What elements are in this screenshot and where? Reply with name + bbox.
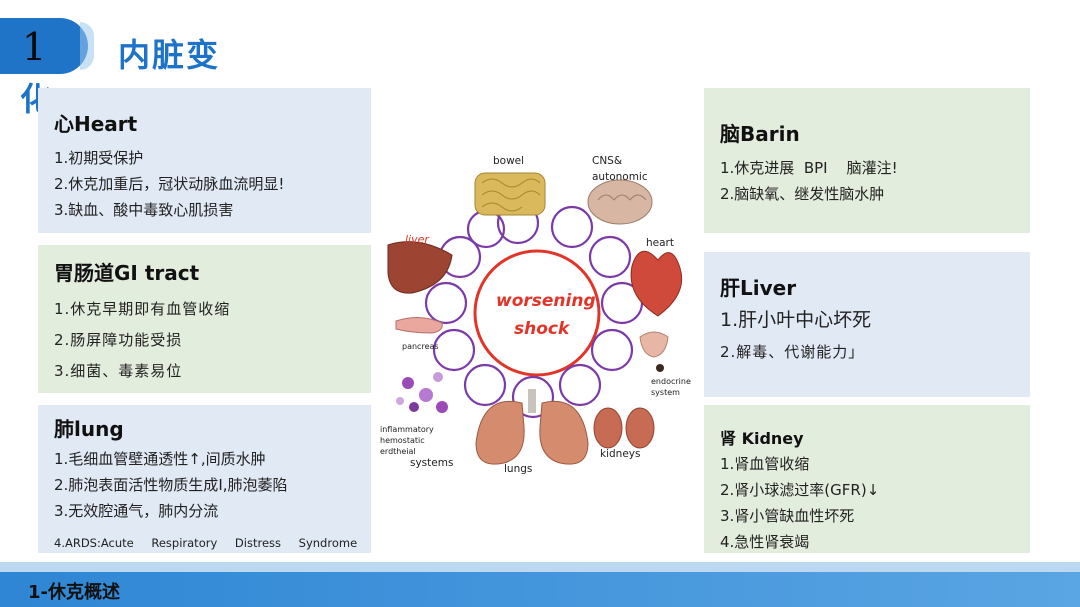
kidney-line-3: 3.肾小管缺血性坏死 xyxy=(720,507,855,525)
shock-label: shock xyxy=(514,319,570,339)
label-erdtheial: erdtheial xyxy=(380,447,416,456)
lungs-icon xyxy=(475,389,589,465)
central-cycle xyxy=(473,249,601,377)
bowel-icon xyxy=(474,172,546,216)
liver-title: 肝Liver xyxy=(720,276,797,300)
lung-line-1: 1.毛细血管壁通透性↑,间质水肿 xyxy=(54,450,266,468)
gi-panel: 胃肠道GI tract 1.休克早期即有血管收缩 2.肠屏障功能受损 3.细菌、… xyxy=(38,245,371,393)
brain-panel: 脑Barin 1.休克进展 BPI 脑灌注! 2.脑缺氧、继发性脑水肿 xyxy=(704,88,1030,233)
worsening-shock-diagram: worsening shock bowel CNS& autonomic hea… xyxy=(370,145,692,490)
brain-icon xyxy=(587,179,653,225)
footer-bar: 1-休克概述 xyxy=(0,572,1080,607)
liver-panel: 肝Liver 1.肝小叶中心坏死 2.解毒、代谢能力」 xyxy=(704,252,1030,397)
worsening-label: worsening xyxy=(496,291,596,311)
label-bowel: bowel xyxy=(493,155,525,167)
kidneys-icon xyxy=(593,407,655,449)
kidney-line-4: 4.急性肾衰竭 xyxy=(720,533,810,551)
label-lungs: lungs xyxy=(504,463,533,475)
gi-line-3: 3.细菌、毒素易位 xyxy=(54,362,183,380)
label-endocrine: endocrine xyxy=(651,377,691,386)
footer-accent xyxy=(0,562,1080,574)
header-pill xyxy=(0,18,94,74)
label-hemostatic: hemostatic xyxy=(380,436,425,445)
kidney-line-2: 2.肾小球滤过率(GFR)↓ xyxy=(720,481,880,499)
liver-line-1: 1.肝小叶中心坏死 xyxy=(720,309,872,331)
heart-panel: 心Heart 1.初期受保护 2.休克加重后，冠状动脉血流明显! 3.缺血、酸中… xyxy=(38,88,371,233)
heart-line-2: 2.休克加重后，冠状动脉血流明显! xyxy=(54,175,285,193)
lung-line-3: 3.无效腔通气，肺内分流 xyxy=(54,502,219,520)
liver-line-2: 2.解毒、代谢能力」 xyxy=(720,343,865,361)
endocrine-icon xyxy=(639,331,669,372)
blood-cells-icon xyxy=(396,372,448,413)
label-heart: heart xyxy=(646,237,674,249)
footer-title: 1-休克概述 xyxy=(28,582,120,603)
label-kidneys: kidneys xyxy=(600,448,641,460)
kidney-panel: 肾 Kidney 1.肾血管收缩 2.肾小球滤过率(GFR)↓ 3.肾小管缺血性… xyxy=(704,405,1030,553)
pancreas-icon xyxy=(395,317,443,334)
lung-panel: 肺lung 1.毛细血管壁通透性↑,间质水肿 2.肺泡表面活性物质生成I,肺泡萎… xyxy=(38,405,371,553)
lung-line-2: 2.肺泡表面活性物质生成I,肺泡萎陷 xyxy=(54,476,288,494)
label-liver: liver xyxy=(405,233,429,246)
heart-title: 心Heart xyxy=(54,112,138,136)
lung-title: 肺lung xyxy=(54,417,124,441)
gi-line-2: 2.肠屏障功能受损 xyxy=(54,331,183,349)
label-cns: CNS& xyxy=(592,155,623,167)
liver-icon xyxy=(387,241,453,294)
organ-cycle-graphic xyxy=(387,172,683,465)
label-endocrine-system: system xyxy=(651,388,680,397)
gi-title: 胃肠道GI tract xyxy=(54,261,200,285)
label-inflammatory: inflammatory xyxy=(380,425,434,434)
section-number: 1 xyxy=(22,25,47,69)
brain-line-1: 1.休克进展 BPI 脑灌注! xyxy=(720,159,898,177)
heart-icon xyxy=(630,250,683,317)
label-pancreas: pancreas xyxy=(402,342,439,351)
brain-line-2: 2.脑缺氧、继发性脑水肿 xyxy=(720,185,885,203)
label-systems: systems xyxy=(410,457,454,469)
gi-line-1: 1.休克早期即有血管收缩 xyxy=(54,300,231,318)
kidney-line-1: 1.肾血管收缩 xyxy=(720,455,810,473)
page-title: 内脏变 xyxy=(118,36,221,74)
heart-line-3: 3.缺血、酸中毒致心肌损害 xyxy=(54,201,234,219)
heart-line-1: 1.初期受保护 xyxy=(54,149,144,167)
label-autonomic: autonomic xyxy=(592,171,648,183)
lung-line-4: 4.ARDS:Acute Respiratory Distress Syndro… xyxy=(54,536,358,550)
brain-title: 脑Barin xyxy=(720,122,800,146)
kidney-title: 肾 Kidney xyxy=(720,429,804,448)
